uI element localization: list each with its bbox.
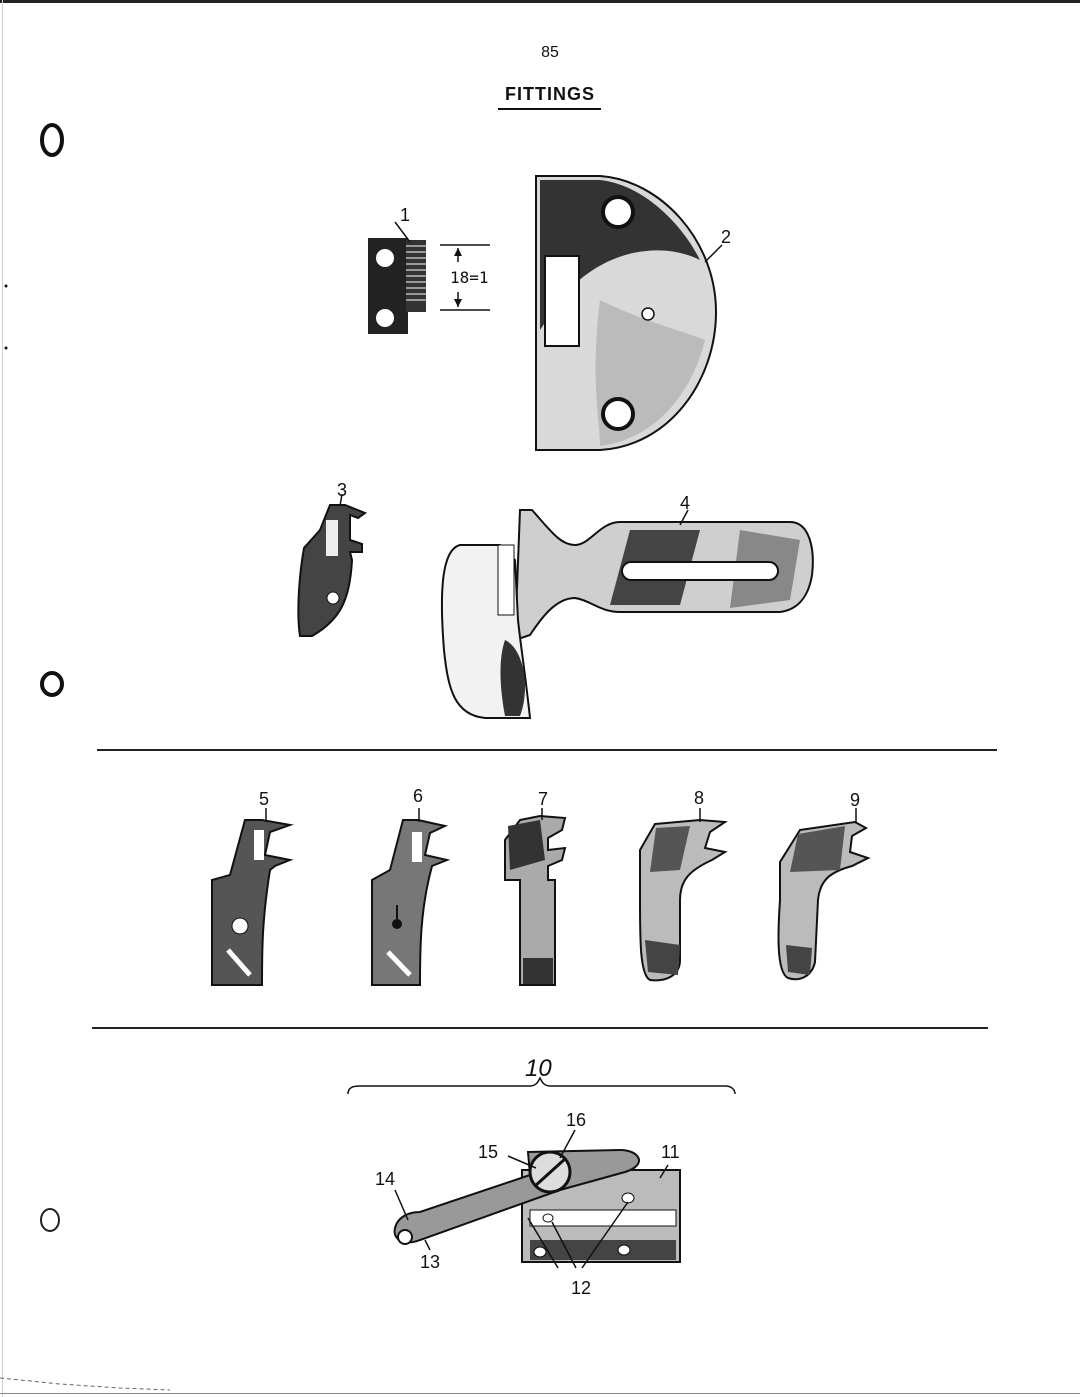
callout-3: 3: [337, 480, 348, 500]
part-5-presser-foot: [211, 808, 294, 986]
binder-hole-top: [40, 123, 64, 157]
callout-15: 15: [478, 1142, 499, 1162]
part-10-assembly-brace: [347, 1076, 736, 1095]
callout-9: 9: [850, 790, 861, 810]
top-border: [0, 0, 1080, 3]
part-4-edge-guide: [440, 509, 814, 719]
callout-8: 8: [694, 788, 705, 808]
callout-13: 13: [420, 1252, 441, 1272]
callout-7: 7: [538, 789, 549, 809]
part-8-presser-foot: [639, 808, 728, 982]
callout-1: 1: [400, 205, 411, 225]
callout-16: 16: [566, 1110, 587, 1130]
callout-2: 2: [721, 227, 732, 247]
title-underline: [498, 108, 601, 110]
page-title: FITTINGS: [505, 84, 595, 104]
divider-1: [97, 749, 997, 751]
binder-hole-middle: [40, 671, 64, 697]
page-number: 85: [541, 44, 559, 61]
part-10-assembly: [393, 1129, 681, 1269]
part-6-presser-foot: [371, 808, 451, 986]
callout-5: 5: [259, 789, 270, 809]
callout-11: 11: [661, 1142, 680, 1162]
dimension-label: 18=1: [450, 268, 489, 287]
divider-2: [92, 1027, 988, 1029]
part-7-presser-foot: [504, 808, 567, 986]
part-3-presser-foot: [297, 493, 368, 637]
callout-12: 12: [571, 1278, 592, 1298]
callout-4: 4: [680, 493, 691, 513]
bottom-border: [0, 1393, 1080, 1394]
binder-hole-bottom: [40, 1208, 60, 1232]
callout-6: 6: [413, 786, 424, 806]
callout-10: 10: [525, 1055, 552, 1082]
scan-noise: [0, 284, 171, 1391]
part-9-presser-foot: [777, 808, 871, 981]
callout-14: 14: [375, 1169, 396, 1189]
left-border: [2, 0, 3, 1397]
part-2-throat-plate: [535, 175, 723, 451]
part-1-feed-dog: [368, 221, 490, 334]
